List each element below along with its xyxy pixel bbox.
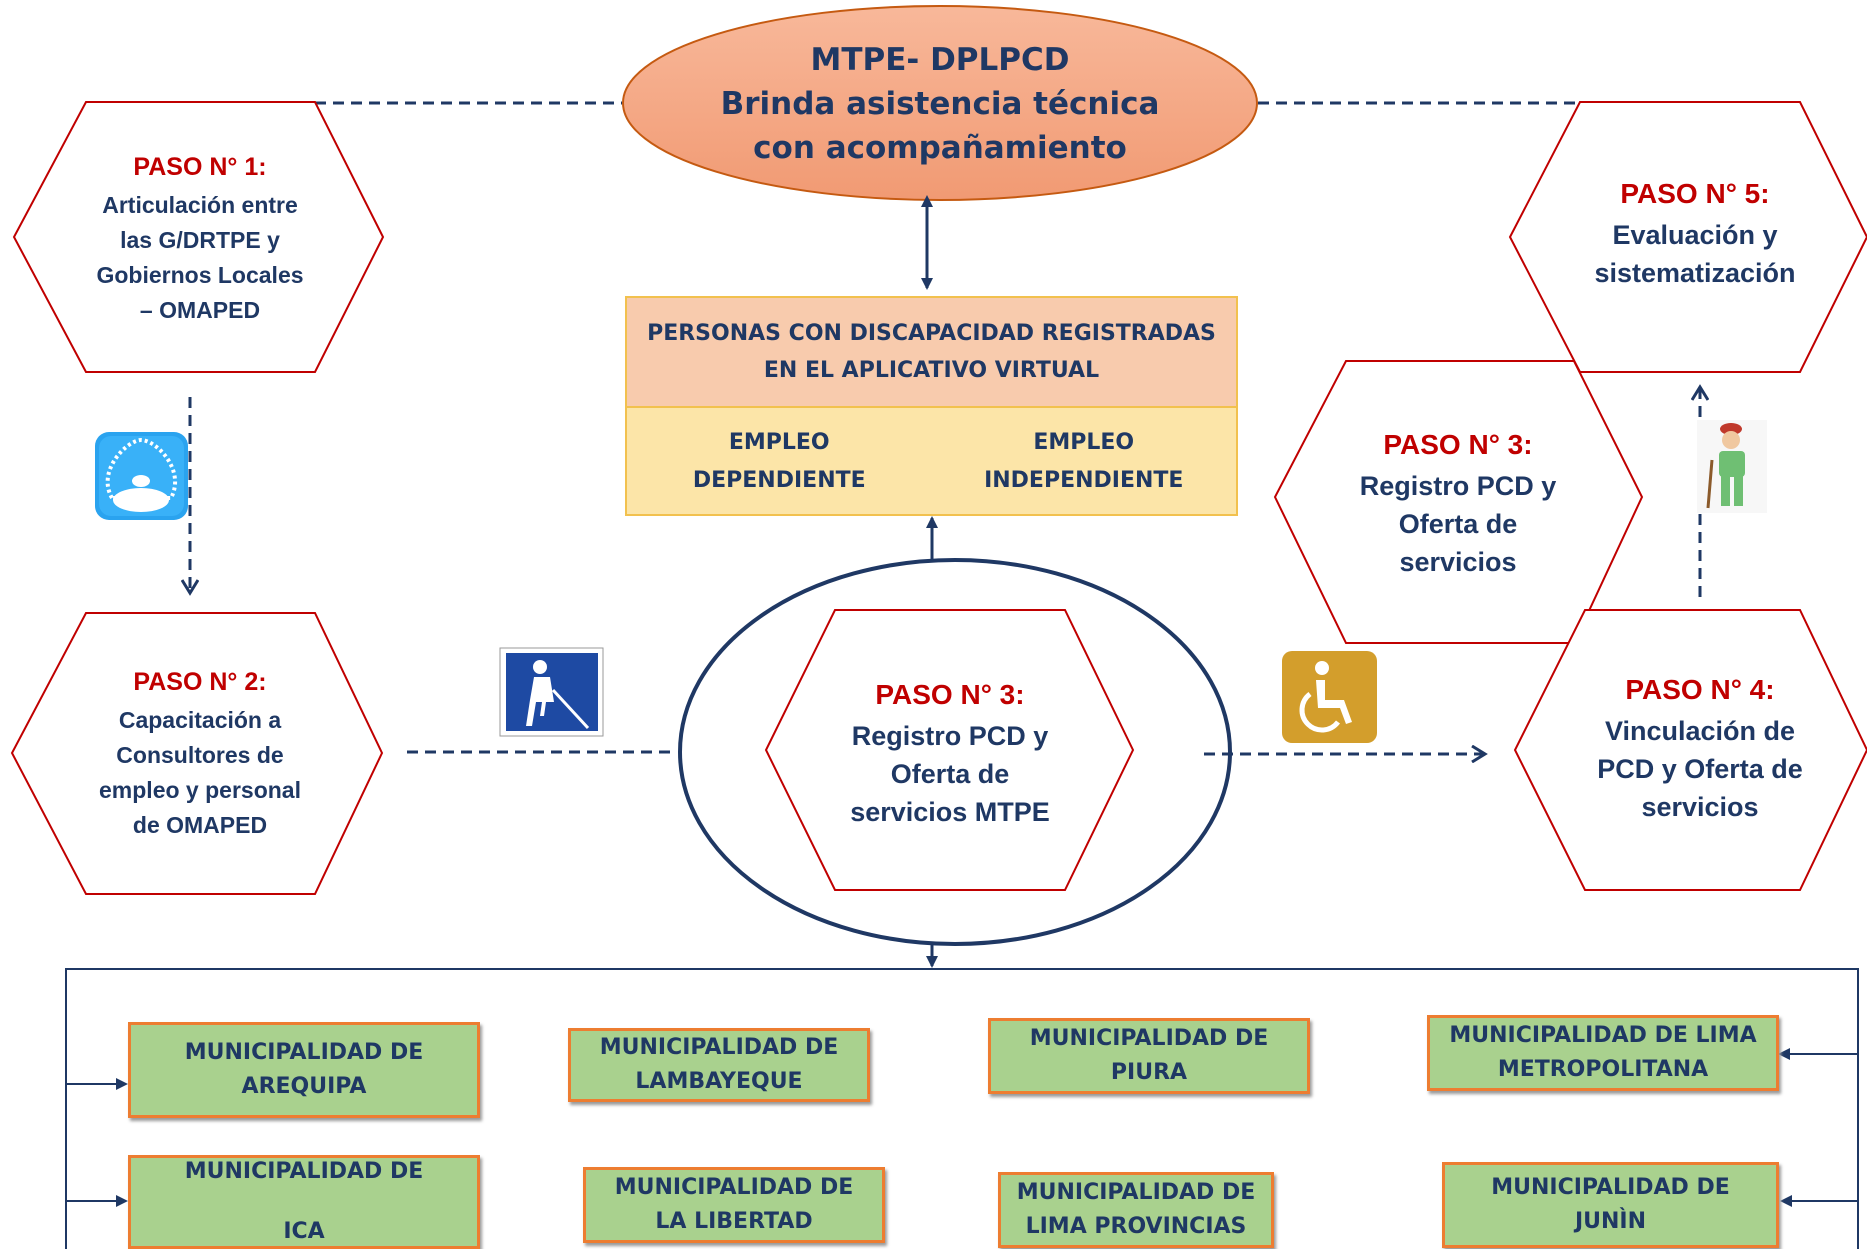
muni-lima-metropolitana: MUNICIPALIDAD DE LIMA METROPOLITANA bbox=[1427, 1015, 1779, 1091]
registry-box: PERSONAS CON DISCAPACIDAD REGISTRADAS EN… bbox=[625, 296, 1238, 516]
muni-ica-text: MUNICIPALIDAD DE ICA bbox=[184, 1159, 424, 1244]
hexagon-paso2 bbox=[10, 612, 384, 895]
paso2-body: Capacitación a Consultores de empleo y p… bbox=[99, 706, 301, 838]
muni-piura: MUNICIPALIDAD DE PIURA bbox=[988, 1018, 1310, 1094]
networking-icon bbox=[95, 432, 188, 520]
hexagon-paso4 bbox=[1513, 609, 1867, 891]
paso4-title: PASO N° 4: bbox=[1625, 674, 1775, 705]
paso5-body: Evaluación y sistematización bbox=[1594, 220, 1796, 288]
paso3-right-title: PASO N° 3: bbox=[1383, 429, 1533, 460]
paso1-title: PASO N° 1: bbox=[133, 152, 267, 181]
paso5-label: PASO N° 5: Evaluación y sistematización bbox=[1550, 170, 1840, 300]
oval-line-3: con acompañamiento bbox=[753, 130, 1127, 166]
registry-header: PERSONAS CON DISCAPACIDAD REGISTRADAS EN… bbox=[627, 298, 1236, 408]
registry-col-right-text: EMPLEO INDEPENDIENTE bbox=[984, 430, 1184, 493]
muni-lima-metropolitana-text: MUNICIPALIDAD DE LIMA METROPOLITANA bbox=[1449, 1023, 1757, 1082]
muni-lima-provincias: MUNICIPALIDAD DE LIMA PROVINCIAS bbox=[998, 1172, 1274, 1248]
paso3-center-body: Registro PCD y Oferta de servicios MTPE bbox=[850, 721, 1050, 827]
paso4-label: PASO N° 4: Vinculación de PCD y Oferta d… bbox=[1555, 660, 1845, 840]
paso2-label: PASO N° 2: Capacitación a Consultores de… bbox=[60, 655, 340, 855]
paso5-title: PASO N° 5: bbox=[1620, 178, 1770, 209]
wheelchair-icon bbox=[1282, 651, 1377, 743]
muni-lambayeque-text: MUNICIPALIDAD DE LAMBAYEQUE bbox=[599, 1035, 839, 1094]
paso3-right-body: Registro PCD y Oferta de servicios bbox=[1359, 471, 1557, 577]
muni-la-libertad: MUNICIPALIDAD DE LA LIBERTAD bbox=[583, 1167, 885, 1243]
elderly-person-icon bbox=[1697, 420, 1767, 513]
muni-lambayeque: MUNICIPALIDAD DE LAMBAYEQUE bbox=[568, 1028, 870, 1102]
muni-lima-provincias-text: MUNICIPALIDAD DE LIMA PROVINCIAS bbox=[1016, 1180, 1256, 1239]
registry-col-independiente: EMPLEO INDEPENDIENTE bbox=[932, 408, 1237, 516]
paso4-body: Vinculación de PCD y Oferta de servicios bbox=[1597, 716, 1803, 822]
registry-header-text: PERSONAS CON DISCAPACIDAD REGISTRADAS EN… bbox=[647, 321, 1216, 383]
oval-line-1: MTPE- DPLPCD bbox=[810, 42, 1070, 78]
top-oval-label: MTPE- DPLPCD Brinda asistencia técnica c… bbox=[690, 38, 1190, 170]
muni-ica: MUNICIPALIDAD DE ICA bbox=[128, 1155, 480, 1249]
blind-person-icon bbox=[499, 647, 604, 737]
top-oval-shape bbox=[622, 5, 1258, 201]
paso2-title: PASO N° 2: bbox=[133, 667, 267, 696]
paso3-center-title: PASO N° 3: bbox=[875, 679, 1025, 710]
muni-arequipa-text: MUNICIPALIDAD DE AREQUIPA bbox=[184, 1040, 424, 1099]
muni-junin-text: MUNICIPALIDAD DE JUNÌN bbox=[1491, 1175, 1730, 1234]
registry-col-dependiente: EMPLEO DEPENDIENTE bbox=[627, 408, 932, 516]
municipalities-frame bbox=[65, 968, 1859, 1249]
paso3-right-label: PASO N° 3: Registro PCD y Oferta de serv… bbox=[1318, 410, 1598, 600]
paso1-body: Articulación entre las G/DRTPE y Gobiern… bbox=[96, 191, 304, 323]
muni-arequipa: MUNICIPALIDAD DE AREQUIPA bbox=[128, 1022, 480, 1118]
paso1-label: PASO N° 1: Articulación entre las G/DRTP… bbox=[60, 140, 340, 340]
muni-junin: MUNICIPALIDAD DE JUNÌN bbox=[1442, 1162, 1779, 1248]
registry-col-left-text: EMPLEO DEPENDIENTE bbox=[692, 430, 866, 493]
hexagon-paso5 bbox=[1508, 101, 1867, 373]
muni-piura-text: MUNICIPALIDAD DE PIURA bbox=[1029, 1026, 1269, 1085]
hexagon-paso3-center bbox=[764, 609, 1135, 891]
registry-columns: EMPLEO DEPENDIENTE EMPLEO INDEPENDIENTE bbox=[627, 408, 1236, 516]
hexagon-paso1 bbox=[12, 101, 385, 373]
muni-la-libertad-text: MUNICIPALIDAD DE LA LIBERTAD bbox=[614, 1175, 854, 1234]
paso3-center-label: PASO N° 3: Registro PCD y Oferta de serv… bbox=[810, 660, 1090, 850]
oval-line-2: Brinda asistencia técnica bbox=[720, 86, 1160, 122]
